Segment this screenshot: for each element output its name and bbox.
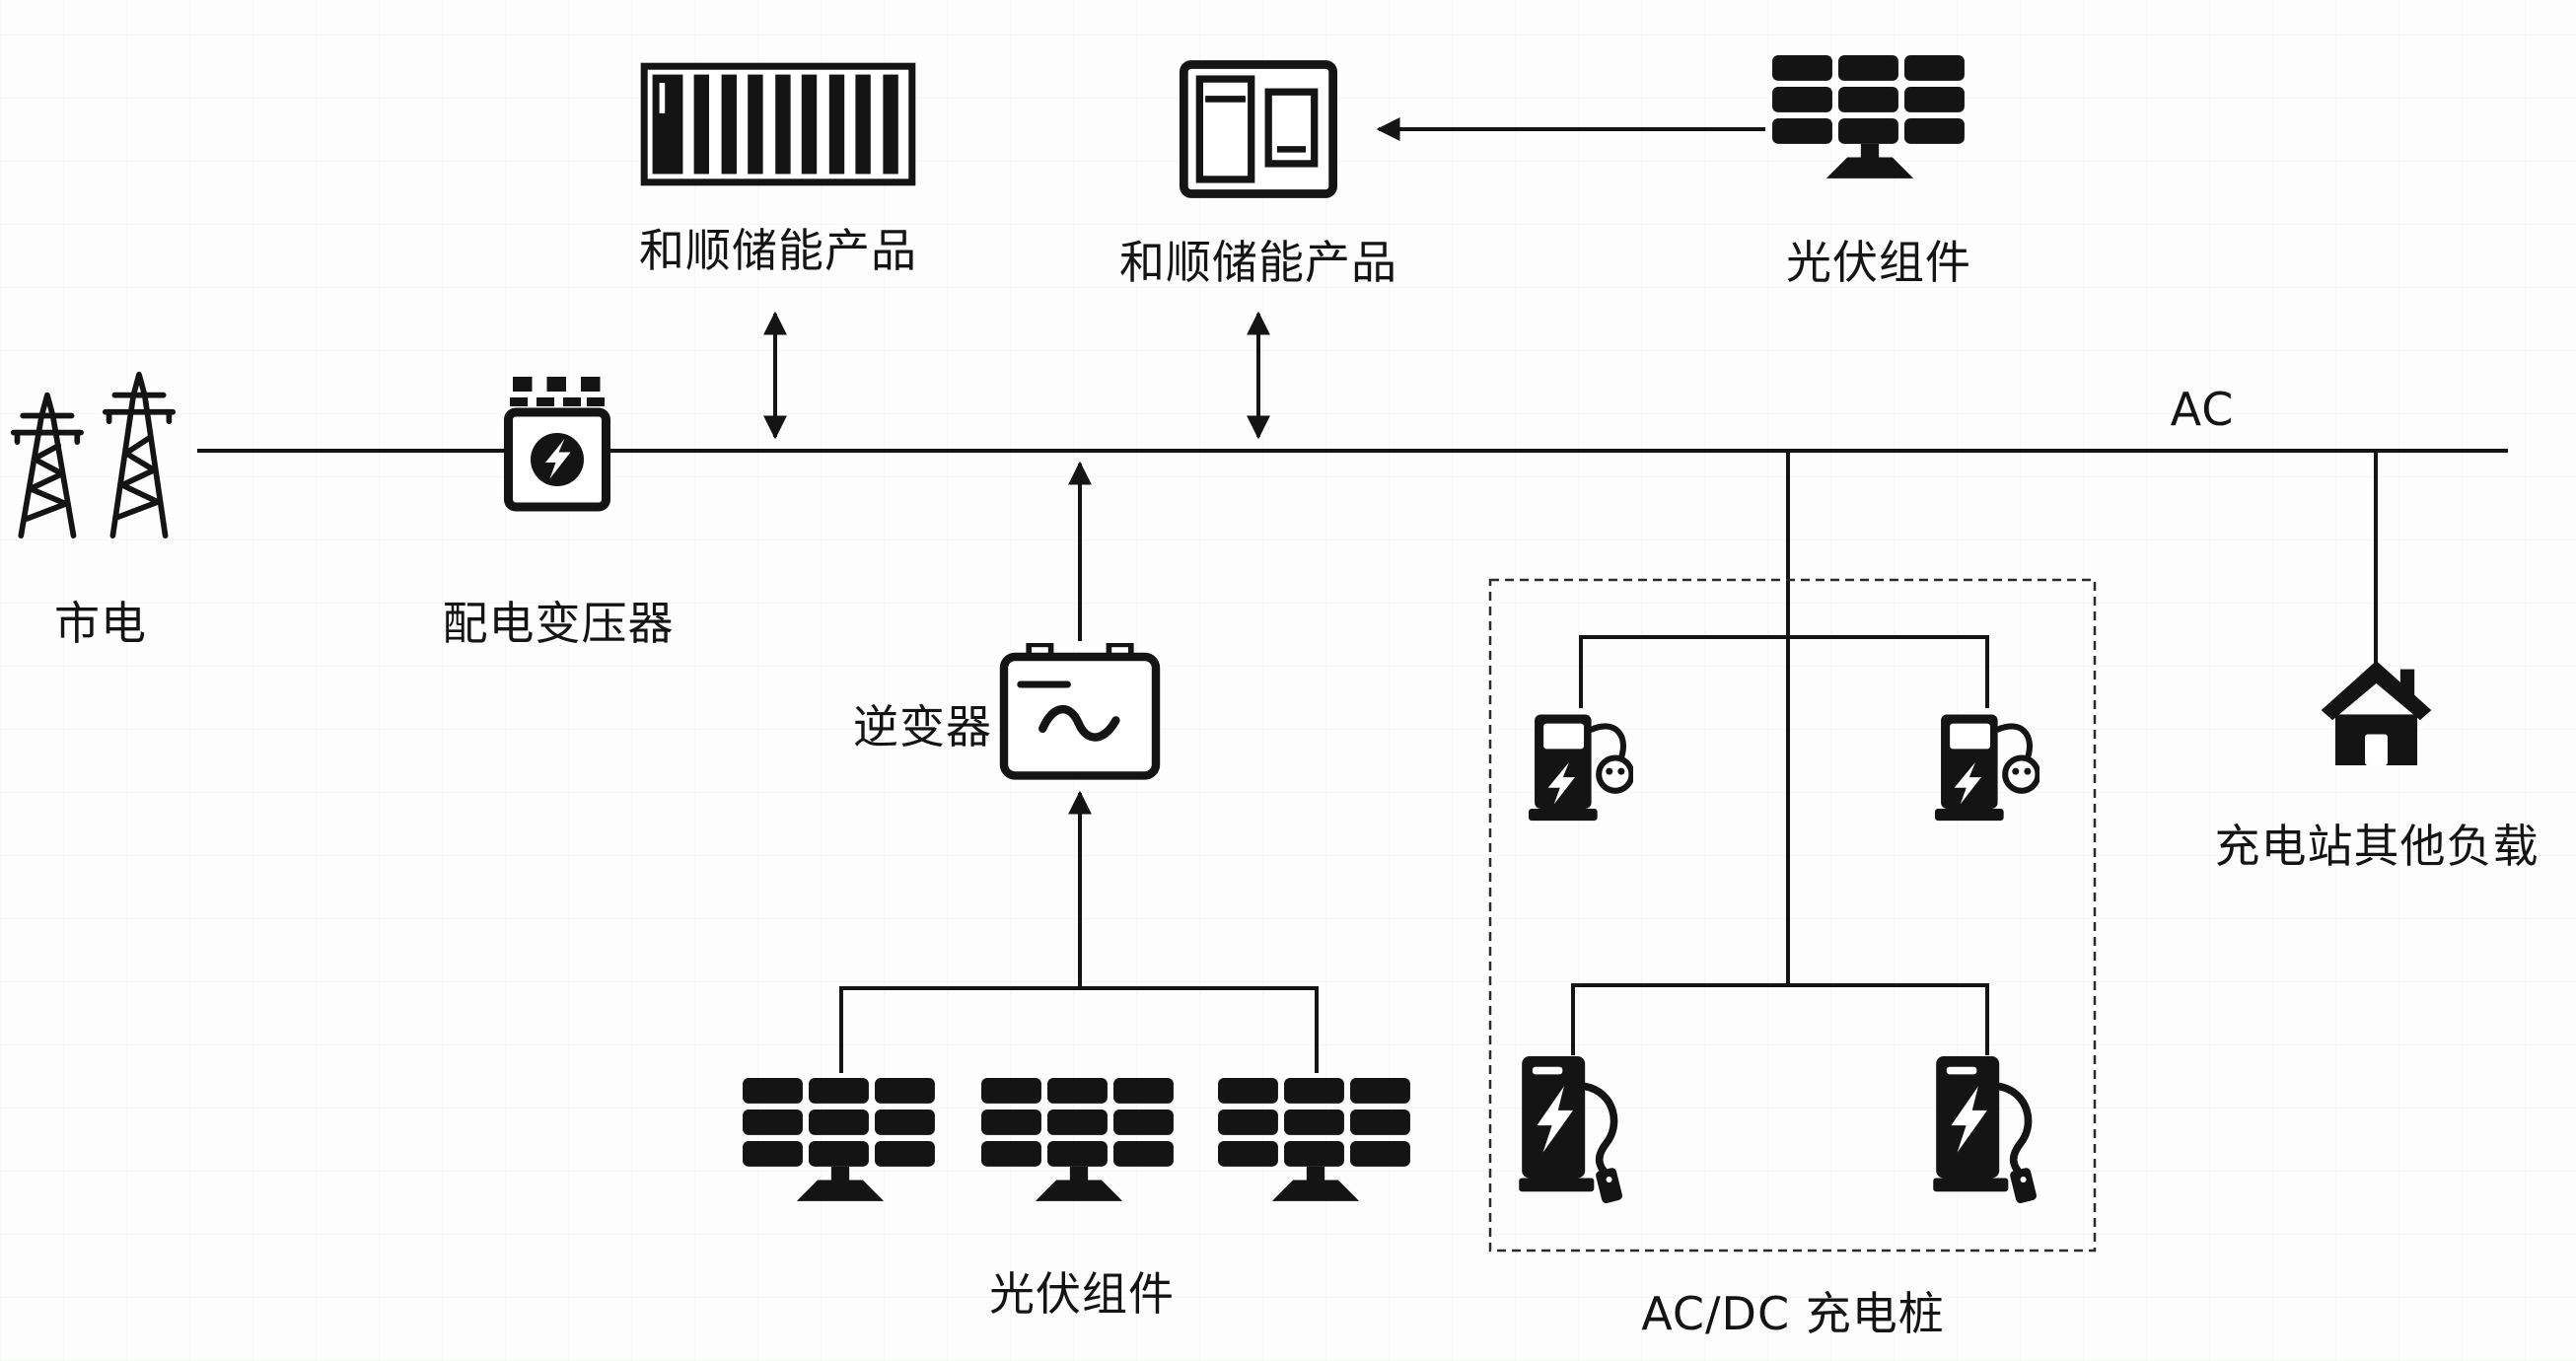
dc-charger-1-icon: [1519, 1053, 1627, 1215]
pv-top-label: 光伏组件: [1786, 236, 1971, 289]
house-icon: [2320, 661, 2433, 769]
charger-branch-bottom: [1571, 983, 1989, 1055]
grid-towers-icon: [8, 367, 195, 544]
charger-branch-top: [1579, 635, 1989, 708]
charger-group-label: AC/DC 充电桩: [1641, 1287, 1945, 1340]
pv-array-bracket: [839, 986, 1319, 1073]
pv-array-1-icon: [743, 1078, 938, 1214]
ac-bus-label: AC: [2170, 383, 2235, 436]
storage-cabinet-label: 和顺储能产品: [1119, 236, 1397, 289]
other-loads-label: 充电站其他负载: [2214, 820, 2540, 873]
storage-container-icon: [640, 55, 916, 197]
pv-array-3-icon: [1218, 1078, 1413, 1214]
inverter-icon: [998, 641, 1162, 785]
transformer-icon: [501, 377, 613, 529]
transformer-label: 配电变压器: [442, 597, 675, 650]
pv-array-top-icon: [1772, 55, 1968, 191]
ac-charger-1-icon: [1529, 708, 1633, 870]
ac-charger-2-icon: [1935, 708, 2039, 870]
storage-cabinet-icon: [1180, 60, 1337, 202]
pv-bottom-label: 光伏组件: [989, 1267, 1175, 1321]
dc-charger-2-icon: [1933, 1053, 2041, 1215]
pv-array-2-icon: [981, 1078, 1177, 1214]
grid-label: 市电: [54, 597, 147, 650]
inverter-label: 逆变器: [853, 700, 992, 753]
charger-group-dashed-box: [1488, 578, 2097, 1253]
storage-container-label: 和顺储能产品: [639, 224, 917, 277]
